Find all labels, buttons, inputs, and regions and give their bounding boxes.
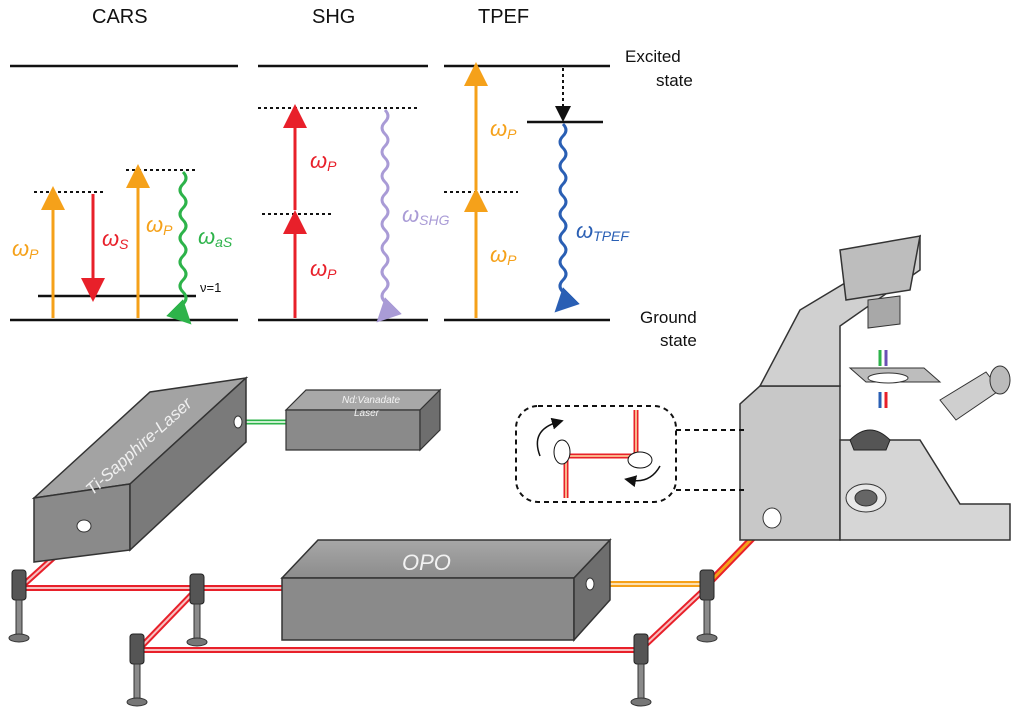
tpef-omega-p-bottom: ωP bbox=[490, 242, 517, 268]
nd-vanadate-label-1: Nd:Vanadate bbox=[342, 395, 400, 406]
mirror-1 bbox=[8, 569, 30, 643]
cars-omega-p-2: ωP bbox=[146, 212, 173, 238]
tpef-header: TPEF bbox=[478, 6, 529, 28]
laser-beams bbox=[17, 419, 775, 653]
cars-header: CARS bbox=[92, 6, 148, 28]
shg-omega-p-top: ωP bbox=[310, 148, 337, 174]
nd-vanadate-label-2: Laser bbox=[354, 408, 380, 419]
galvo-scanner-inset bbox=[515, 405, 744, 503]
vibrational-label: ν=1 bbox=[200, 280, 221, 295]
microscope bbox=[739, 234, 1011, 541]
mirror-5 bbox=[696, 569, 718, 643]
energy-levels bbox=[10, 64, 610, 322]
excited-state-label-1: Excited bbox=[625, 47, 681, 66]
shg-omega-p-bottom: ωP bbox=[310, 256, 337, 282]
tpef-transitions bbox=[464, 62, 580, 318]
tpef-omega-p-top: ωP bbox=[490, 116, 517, 142]
opo: OPO bbox=[280, 538, 612, 642]
nd-vanadate-laser: Nd:Vanadate Laser bbox=[284, 388, 442, 452]
shg-header: SHG bbox=[312, 6, 355, 28]
opo-label: OPO bbox=[402, 550, 451, 575]
ti-sapphire-laser: Ti-Sapphire-Laser bbox=[31, 376, 249, 563]
excited-state-label-2: state bbox=[656, 71, 693, 90]
shg-transitions bbox=[283, 104, 402, 323]
cars-omega-as: ωaS bbox=[198, 224, 233, 250]
ground-state-label-1: Ground bbox=[640, 308, 697, 327]
mirror-2 bbox=[186, 573, 208, 647]
cars-omega-p-1: ωP bbox=[12, 236, 39, 262]
tpef-omega-tpef: ωTPEF bbox=[576, 218, 630, 244]
mirror-4 bbox=[630, 633, 652, 707]
ground-state-label-2: state bbox=[660, 331, 697, 350]
mirror-3 bbox=[126, 633, 148, 707]
cars-transitions bbox=[41, 164, 192, 325]
shg-omega-shg: ωSHG bbox=[402, 202, 450, 228]
cars-omega-s: ωS bbox=[102, 226, 129, 252]
